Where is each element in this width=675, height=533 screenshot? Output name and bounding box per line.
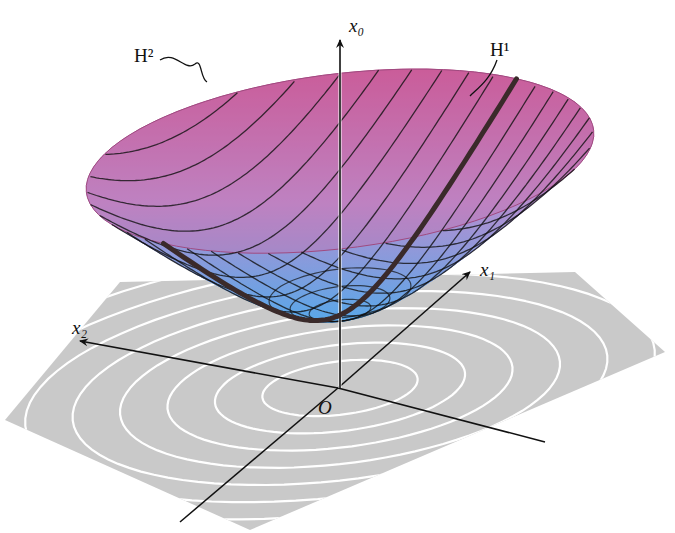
axis-line xyxy=(180,388,338,522)
axis-line xyxy=(338,388,545,442)
space-label: H¹ xyxy=(490,40,509,59)
h1-curve xyxy=(164,79,517,321)
space-label: H² xyxy=(134,46,153,65)
axis-label: x₂ xyxy=(72,318,87,337)
surface-curve xyxy=(127,73,469,297)
axis-label: x₀ xyxy=(349,16,364,35)
leader-line xyxy=(470,60,497,96)
leader-line xyxy=(160,57,207,82)
surface-curve xyxy=(187,86,535,321)
surface-curve xyxy=(105,93,237,155)
origin-label: O xyxy=(318,398,332,417)
surface-curve xyxy=(268,108,580,293)
x2-axis xyxy=(80,341,338,388)
surface-curve xyxy=(90,81,294,180)
surface-curve xyxy=(100,70,412,255)
plane-arc xyxy=(0,222,675,533)
surface-curve xyxy=(88,75,340,207)
surface-curve xyxy=(91,70,379,231)
x0-axis xyxy=(339,40,341,388)
surface-curve xyxy=(301,118,589,279)
axis-label: x₁ xyxy=(480,260,495,279)
